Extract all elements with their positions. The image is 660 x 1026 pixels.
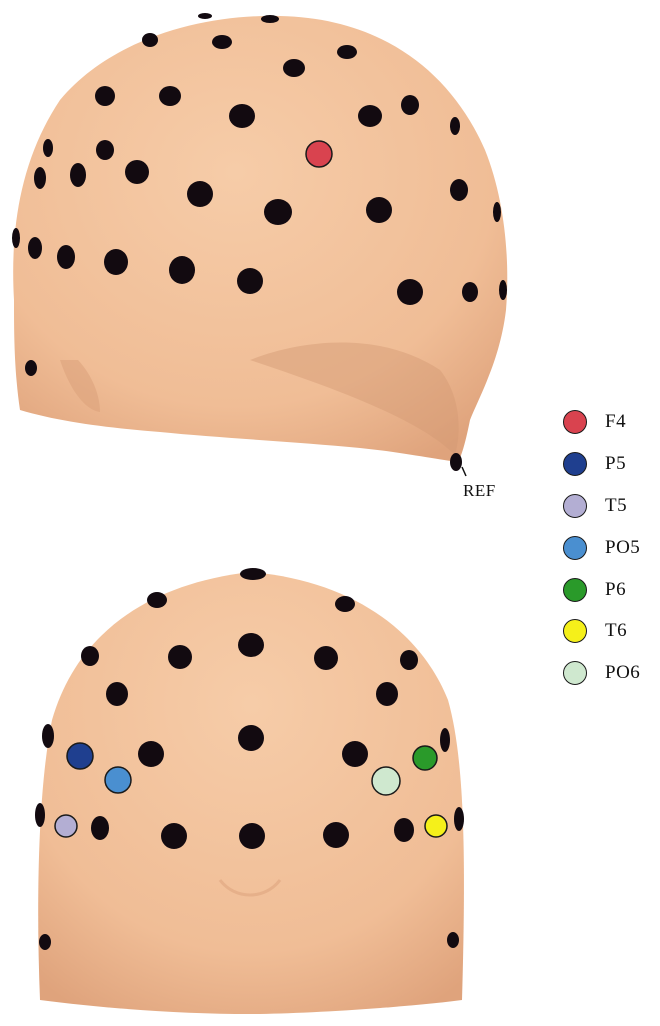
electrode-PO5 (105, 767, 131, 793)
bottom-electrode (238, 633, 264, 657)
top-electrode (142, 33, 158, 47)
top-electrode (499, 280, 507, 300)
bottom-electrode (138, 741, 164, 767)
bottom-electrode (342, 741, 368, 767)
legend-item-p5: P5 (563, 450, 626, 478)
legend-label-t6: T6 (605, 620, 627, 642)
bottom-electrode (168, 645, 192, 669)
top-electrode (462, 282, 478, 302)
head-side-view (13, 16, 507, 462)
top-electrode (198, 13, 212, 19)
legend-item-po6: PO6 (563, 659, 640, 687)
bottom-electrode (454, 807, 464, 831)
top-electrode (358, 105, 382, 127)
top-electrode (57, 245, 75, 269)
bottom-electrode (400, 650, 418, 670)
bottom-electrode (161, 823, 187, 849)
bottom-electrode (323, 822, 349, 848)
top-electrode (34, 167, 46, 189)
bottom-electrode (147, 592, 167, 608)
bottom-electrode (335, 596, 355, 612)
electrode-P6 (413, 746, 437, 770)
electrode-PO6 (372, 767, 400, 795)
top-electrode (283, 59, 305, 77)
electrode-F4 (306, 141, 332, 167)
top-electrode (401, 95, 419, 115)
top-electrode (450, 117, 460, 135)
top-electrode (125, 160, 149, 184)
top-electrode (95, 86, 115, 106)
top-electrode (397, 279, 423, 305)
legend-swatch-p6 (563, 578, 587, 602)
bottom-electrode (240, 568, 266, 580)
legend-item-p6: P6 (563, 576, 626, 604)
bottom-electrode (394, 818, 414, 842)
top-electrode (25, 360, 37, 376)
bottom-electrode (314, 646, 338, 670)
top-electrode (450, 179, 468, 201)
legend-label-p6: P6 (605, 579, 626, 601)
top-electrode (104, 249, 128, 275)
bottom-electrode (376, 682, 398, 706)
legend-item-t5: T5 (563, 492, 627, 520)
top-electrode (70, 163, 86, 187)
top-electrode (212, 35, 232, 49)
bottom-electrode (81, 646, 99, 666)
top-electrode (169, 256, 195, 284)
legend-swatch-f4 (563, 410, 587, 434)
bottom-electrode (91, 816, 109, 840)
legend-label-f4: F4 (605, 411, 626, 433)
top-electrode (337, 45, 357, 59)
legend-label-p5: P5 (605, 453, 626, 475)
top-electrode (237, 268, 263, 294)
top-electrode (159, 86, 181, 106)
bottom-electrode (447, 932, 459, 948)
top-electrode (187, 181, 213, 207)
legend-swatch-po5 (563, 536, 587, 560)
bottom-electrode (238, 725, 264, 751)
legend-swatch-t6 (563, 619, 587, 643)
top-electrode (264, 199, 292, 225)
legend-swatch-t5 (563, 494, 587, 518)
legend-item-po5: PO5 (563, 534, 640, 562)
top-electrode (450, 453, 462, 471)
legend-label-po5: PO5 (605, 537, 640, 559)
top-electrode (261, 15, 279, 23)
bottom-electrode (239, 823, 265, 849)
legend-item-t6: T6 (563, 617, 627, 645)
ref-label: REF (463, 481, 496, 501)
electrode-T5 (55, 815, 77, 837)
legend-item-f4: F4 (563, 408, 626, 436)
top-electrode (366, 197, 392, 223)
legend-swatch-po6 (563, 661, 587, 685)
bottom-electrode (42, 724, 54, 748)
top-electrode (493, 202, 501, 222)
top-electrode (12, 228, 20, 248)
bottom-electrode (35, 803, 45, 827)
legend-swatch-p5 (563, 452, 587, 476)
bottom-electrode (39, 934, 51, 950)
legend-label-t5: T5 (605, 495, 627, 517)
legend-label-po6: PO6 (605, 662, 640, 684)
top-electrode (96, 140, 114, 160)
bottom-electrode (440, 728, 450, 752)
bottom-electrode (106, 682, 128, 706)
ref-pointer-line (462, 467, 466, 476)
electrode-P5 (67, 743, 93, 769)
top-electrode (28, 237, 42, 259)
top-electrode (43, 139, 53, 157)
electrode-T6 (425, 815, 447, 837)
top-electrode (229, 104, 255, 128)
